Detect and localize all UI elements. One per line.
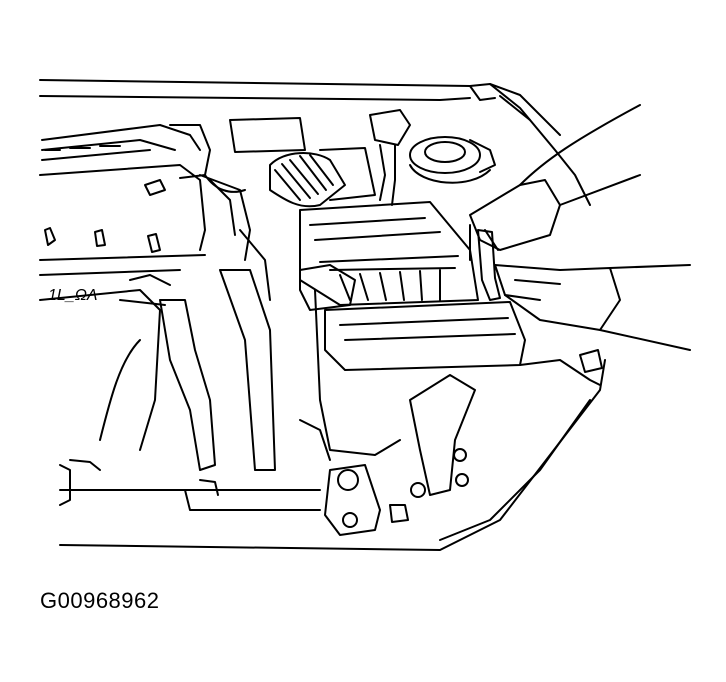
figure-id-label: G00968962 [40, 588, 160, 613]
mount-bracket [410, 350, 602, 497]
wrench-tool [478, 230, 500, 300]
hand-upper [470, 105, 640, 260]
intake-hose [170, 118, 375, 260]
engine-marking-label: 1L_ΩΛ [48, 287, 98, 304]
engine-mount [300, 420, 408, 535]
front-frame [60, 360, 605, 550]
engine-cover [40, 125, 205, 275]
battery [315, 290, 525, 455]
air-cleaner-housing [300, 202, 478, 310]
hood-frame [40, 80, 590, 205]
hand-lower [495, 265, 690, 350]
strut-tower [370, 110, 495, 205]
wiring-harness [130, 175, 270, 300]
radiator-hose [40, 270, 275, 470]
